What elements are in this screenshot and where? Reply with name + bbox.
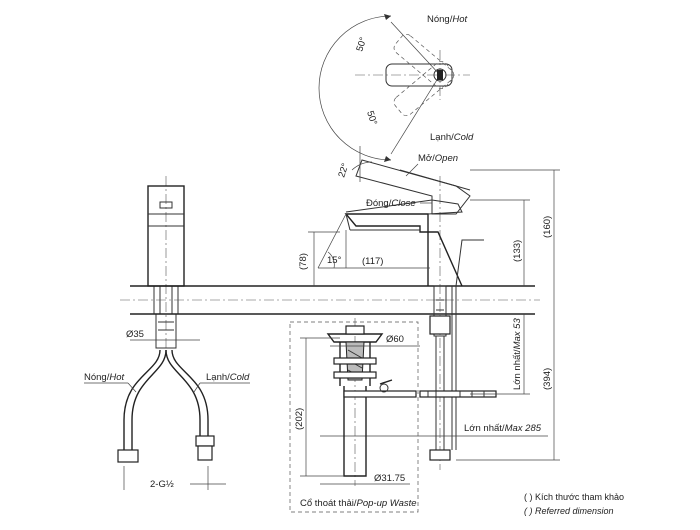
cold-hose-fitting xyxy=(195,435,215,447)
rotation-arc xyxy=(318,15,392,161)
handle-closed xyxy=(345,199,463,215)
popup-waste: Ø60 (202) Ø31.75 Cổ thoát thải/Pop-up Wa… xyxy=(289,318,420,513)
d35-label: Ø35 xyxy=(126,329,144,340)
front-view: Ø35 Nóng/Hot Lạnh/Cold 2-G½ xyxy=(84,176,250,490)
side-view: 22° 15° (117) (78) Mở/Open Đóng/Close (1… xyxy=(298,146,560,470)
handle-center xyxy=(385,63,453,87)
hot-top-label: Nóng/Hot xyxy=(427,14,468,25)
cold-hose-nut xyxy=(197,445,213,461)
cold-hose xyxy=(171,349,209,438)
handle-hot-position xyxy=(393,60,455,117)
waste-tail-pipe xyxy=(343,386,367,477)
top-view: 50° 50° Nóng/Hot Lạnh/Cold xyxy=(318,14,474,162)
waste-plug-top xyxy=(345,325,365,335)
max-53-label: Lớn nhất/Max 53 xyxy=(512,318,523,390)
close-label: Đóng/Close xyxy=(366,198,416,209)
hot-hose-nut xyxy=(117,449,139,463)
legend-line-1: ( ) Kích thước tham khảo xyxy=(524,492,624,502)
arc-arrow-bottom xyxy=(384,156,391,162)
dim-160-label: (160) xyxy=(542,216,553,238)
dim-78-label: (78) xyxy=(298,253,309,270)
side-nut xyxy=(429,315,451,335)
waste-outline-box xyxy=(289,321,419,513)
front-logo-mark xyxy=(159,201,173,209)
arc-arrow-top xyxy=(384,14,391,20)
handle-cold-position xyxy=(393,33,455,90)
cold-top-label: Lạnh/Cold xyxy=(430,132,474,143)
dim-394-label: (394) xyxy=(542,368,553,390)
side-hose-end xyxy=(429,449,451,461)
d3175-label: Ø31.75 xyxy=(374,473,405,484)
handle-pivot-core xyxy=(437,70,443,80)
waste-pivot-rod xyxy=(343,390,417,398)
waste-nut-1 xyxy=(333,357,377,365)
waste-nut-2 xyxy=(333,371,377,379)
waste-caption: Cổ thoát thải/Pop-up Waste xyxy=(300,498,417,509)
thread-label: 2-G½ xyxy=(150,479,174,490)
angle-50-top-label: 50° xyxy=(354,36,369,53)
cold-left-label: Lạnh/Cold xyxy=(206,372,250,383)
legend-line-2: ( ) Referred dimension xyxy=(524,506,614,516)
max-285-label: Lớn nhất/Max 285 xyxy=(464,423,542,434)
open-label: Mở/Open xyxy=(418,153,458,164)
side-body xyxy=(344,213,463,287)
d60-label: Ø60 xyxy=(386,334,404,345)
hot-hose xyxy=(123,349,161,452)
handle-open xyxy=(355,159,471,215)
dim-117-label: (117) xyxy=(362,256,383,267)
hot-left-label: Nóng/Hot xyxy=(84,372,125,383)
popup-lever xyxy=(455,239,484,287)
countertop xyxy=(120,285,540,315)
angle-50-bottom-label: 50° xyxy=(364,110,379,127)
dim-202-label: (202) xyxy=(294,408,305,430)
handle-pivot xyxy=(433,68,447,82)
side-shank xyxy=(433,285,447,337)
angle-22-label: 22° xyxy=(336,162,351,179)
angle-15-label: 15° xyxy=(327,255,342,266)
legend: ( ) Kích thước tham khảo ( ) Referred di… xyxy=(524,492,624,516)
dim-133-label: (133) xyxy=(512,240,523,262)
